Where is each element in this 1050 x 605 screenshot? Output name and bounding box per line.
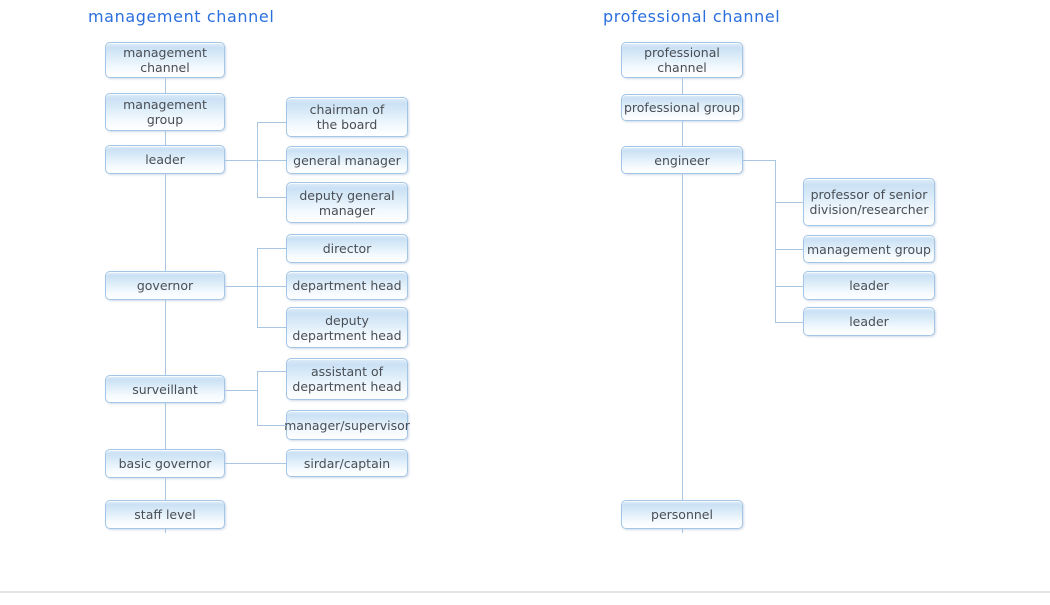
connector-vline [165,300,166,375]
node-chairman-of-the-board: chairman of the board [286,97,408,137]
connector-vline-stub [682,529,683,533]
connector-hline [257,160,286,161]
node-management-group: management group [105,93,225,131]
node-general-manager: general manager [286,146,408,174]
connector-hline [257,286,286,287]
node-management-group-branch: management group [803,235,935,263]
connector-hline [775,322,803,323]
connector-vline [165,478,166,500]
node-surveillant: surveillant [105,375,225,403]
node-deputy-department-head: deputy department head [286,307,408,348]
right-channel-title: professional channel [603,7,781,26]
connector-hline [225,390,257,391]
node-engineer: engineer [621,146,743,174]
bottom-divider [0,591,1050,593]
connector-trunk [257,248,258,328]
node-leader: leader [105,145,225,174]
node-personnel: personnel [621,500,743,529]
connector-hline [257,248,286,249]
connector-hline [743,160,775,161]
node-director: director [286,234,408,263]
node-assistant-of-department-head: assistant of department head [286,358,408,400]
connector-vline-stub [165,529,166,533]
connector-hline [225,160,257,161]
connector-hline [257,327,286,328]
node-basic-governor: basic governor [105,449,225,478]
connector-vline [682,121,683,146]
connector-vline [165,403,166,449]
connector-hline [225,463,286,464]
connector-hline [775,286,803,287]
node-professional-channel: professional channel [621,42,743,78]
node-manager-supervisor: manager/supervisor [284,410,410,440]
connector-hline [257,197,286,198]
node-leader-branch-2: leader [803,307,935,336]
connector-hline [775,249,803,250]
connector-hline [257,425,286,426]
connector-vline [682,174,683,500]
node-leader-branch-1: leader [803,271,935,300]
connector-vline [165,174,166,271]
node-professor-senior-division-researcher: professor of senior division/researcher [803,178,935,226]
connector-hline [775,202,803,203]
node-governor: governor [105,271,225,300]
connector-hline [257,122,286,123]
node-deputy-general-manager: deputy general manager [286,182,408,223]
connector-hline [225,286,257,287]
node-department-head: department head [286,271,408,300]
node-sirdar-captain: sirdar/captain [286,449,408,477]
node-management-channel: management channel [105,42,225,78]
connector-trunk [775,160,776,323]
node-professional-group: professional group [621,94,743,121]
connector-vline [165,131,166,145]
left-channel-title: management channel [88,7,275,26]
node-staff-level: staff level [105,500,225,529]
connector-vline [682,78,683,94]
connector-vline [165,78,166,93]
connector-hline [257,371,286,372]
connector-trunk [257,371,258,426]
